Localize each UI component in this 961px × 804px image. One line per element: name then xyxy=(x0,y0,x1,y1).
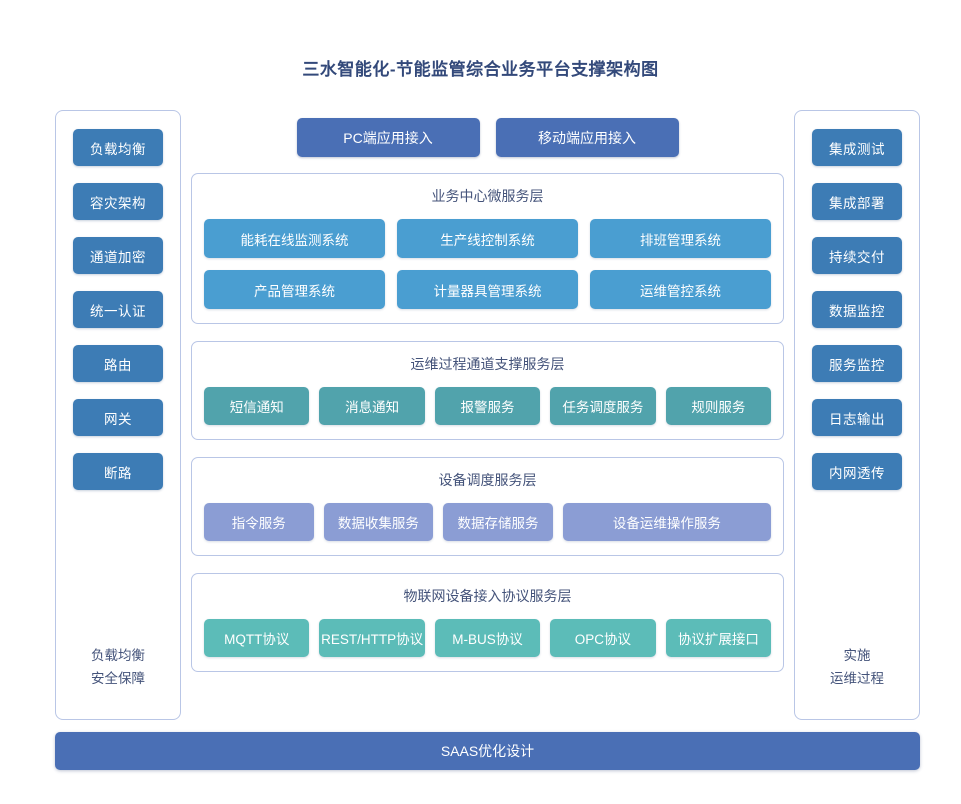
sidebar-item-load-balance[interactable]: 负载均衡 xyxy=(73,129,163,166)
pc-access-button[interactable]: PC端应用接入 xyxy=(296,118,480,157)
sidebar-item-circuit-breaker[interactable]: 断路 xyxy=(73,453,163,490)
left-sidebar-footer-line-2: 安全保障 xyxy=(91,671,145,687)
sidebar-item-channel-encryption[interactable]: 通道加密 xyxy=(73,237,163,274)
layer-title-ops: 运维过程通道支撑服务层 xyxy=(410,356,565,372)
service-device-ops-operation[interactable]: 设备运维操作服务 xyxy=(562,503,771,541)
sidebar-item-integration-test[interactable]: 集成测试 xyxy=(812,129,902,166)
sidebar-item-continuous-delivery[interactable]: 持续交付 xyxy=(812,237,902,274)
sidebar-item-routing[interactable]: 路由 xyxy=(73,345,163,382)
right-sidebar: 集成测试 集成部署 持续交付 数据监控 服务监控 日志输出 内网透传 实施 运维… xyxy=(794,110,920,721)
right-sidebar-footer-line-1: 实施 xyxy=(843,647,871,663)
sidebar-item-gateway[interactable]: 网关 xyxy=(73,399,163,436)
protocol-opc[interactable]: OPC协议 xyxy=(550,619,656,657)
center-column: PC端应用接入 移动端应用接入 业务中心微服务层 能耗在线监测系统 生产线控制系… xyxy=(181,110,794,720)
layer-business-microservice: 业务中心微服务层 能耗在线监测系统 生产线控制系统 排班管理系统 产品管理系统 … xyxy=(191,173,784,324)
layer-iot-protocol: 物联网设备接入协议服务层 MQTT协议 REST/HTTP协议 M-BUS协议 … xyxy=(191,573,784,672)
service-metering-management[interactable]: 计量器具管理系统 xyxy=(396,270,578,309)
layer-title-device: 设备调度服务层 xyxy=(438,472,537,488)
sidebar-item-service-monitoring[interactable]: 服务监控 xyxy=(812,345,902,382)
left-sidebar-footer: 负载均衡 安全保障 xyxy=(91,644,145,705)
service-command[interactable]: 指令服务 xyxy=(204,503,314,541)
service-rules[interactable]: 规则服务 xyxy=(665,387,772,425)
layer-title-business: 业务中心微服务层 xyxy=(431,188,544,204)
service-ops-control[interactable]: 运维管控系统 xyxy=(589,270,771,309)
layer-device-scheduling: 设备调度服务层 指令服务 数据收集服务 数据存储服务 设备运维操作服务 xyxy=(191,457,784,556)
service-data-storage[interactable]: 数据存储服务 xyxy=(443,503,553,541)
service-alarm[interactable]: 报警服务 xyxy=(434,387,541,425)
sidebar-item-disaster-recovery[interactable]: 容灾架构 xyxy=(73,183,163,220)
service-production-control[interactable]: 生产线控制系统 xyxy=(396,219,578,258)
saas-optimization-bar[interactable]: SAAS优化设计 xyxy=(55,732,920,770)
layer-title-protocol: 物联网设备接入协议服务层 xyxy=(403,588,572,604)
diagram-main-row: 负载均衡 容灾架构 通道加密 统一认证 路由 网关 断路 负载均衡 安全保障 P… xyxy=(55,110,920,721)
right-sidebar-footer: 实施 运维过程 xyxy=(830,644,884,705)
protocol-mbus[interactable]: M-BUS协议 xyxy=(434,619,541,657)
service-task-scheduling[interactable]: 任务调度服务 xyxy=(550,387,656,425)
mobile-access-button[interactable]: 移动端应用接入 xyxy=(495,118,679,157)
protocol-rest-http[interactable]: REST/HTTP协议 xyxy=(319,619,425,657)
protocol-mqtt[interactable]: MQTT协议 xyxy=(204,619,310,657)
layer-items-ops: 短信通知 消息通知 报警服务 任务调度服务 规则服务 xyxy=(204,387,772,425)
service-message-notification[interactable]: 消息通知 xyxy=(319,387,425,425)
service-shift-management[interactable]: 排班管理系统 xyxy=(589,219,771,258)
sidebar-item-data-monitoring[interactable]: 数据监控 xyxy=(812,291,902,328)
architecture-diagram: 负载均衡 容灾架构 通道加密 统一认证 路由 网关 断路 负载均衡 安全保障 P… xyxy=(55,110,920,770)
page-title: 三水智能化-节能监管综合业务平台支撑架构图 xyxy=(302,60,659,79)
layer-items-protocol: MQTT协议 REST/HTTP协议 M-BUS协议 OPC协议 协议扩展接口 xyxy=(204,619,772,657)
service-data-collection[interactable]: 数据收集服务 xyxy=(323,503,434,541)
sidebar-item-integration-deploy[interactable]: 集成部署 xyxy=(812,183,902,220)
sidebar-item-unified-auth[interactable]: 统一认证 xyxy=(73,291,163,328)
service-product-management[interactable]: 产品管理系统 xyxy=(204,270,385,309)
service-energy-monitoring[interactable]: 能耗在线监测系统 xyxy=(204,219,385,258)
right-sidebar-footer-line-2: 运维过程 xyxy=(830,671,884,687)
service-sms-notification[interactable]: 短信通知 xyxy=(204,387,310,425)
left-sidebar: 负载均衡 容灾架构 通道加密 统一认证 路由 网关 断路 负载均衡 安全保障 xyxy=(55,110,181,721)
access-buttons-row: PC端应用接入 移动端应用接入 xyxy=(191,118,784,157)
sidebar-item-intranet-passthrough[interactable]: 内网透传 xyxy=(812,453,902,490)
layer-items-business: 能耗在线监测系统 生产线控制系统 排班管理系统 产品管理系统 计量器具管理系统 … xyxy=(204,219,771,309)
protocol-extension-interface[interactable]: 协议扩展接口 xyxy=(665,619,772,657)
left-sidebar-footer-line-1: 负载均衡 xyxy=(91,647,145,663)
sidebar-item-log-output[interactable]: 日志输出 xyxy=(812,399,902,436)
layer-items-device: 指令服务 数据收集服务 数据存储服务 设备运维操作服务 xyxy=(204,503,771,541)
layer-ops-channel-support: 运维过程通道支撑服务层 短信通知 消息通知 报警服务 任务调度服务 规则服务 xyxy=(191,341,784,440)
